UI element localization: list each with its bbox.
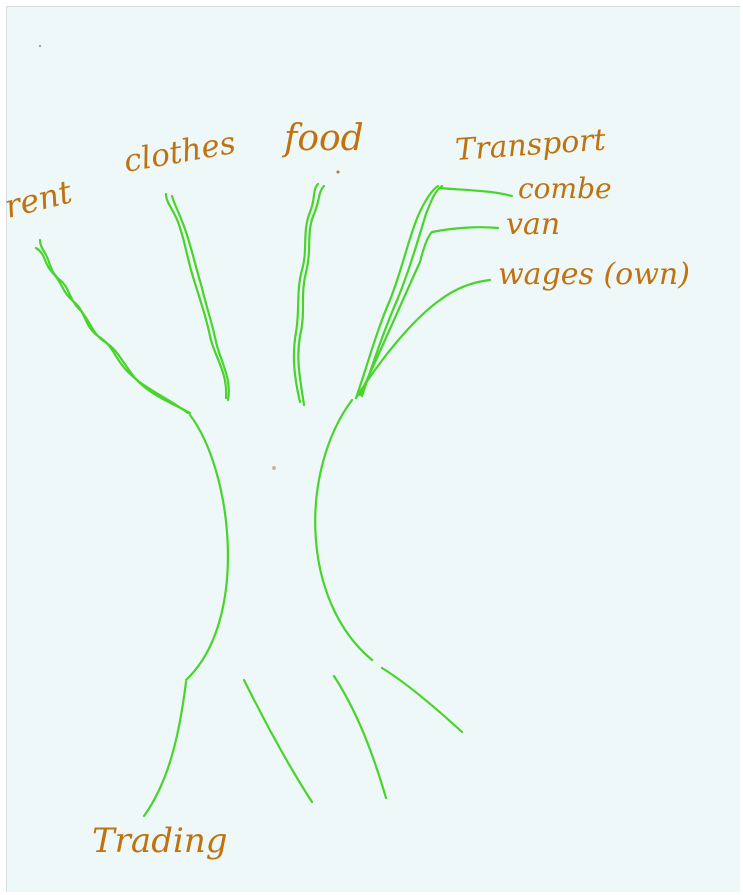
- trunk-left-edge: [186, 415, 228, 680]
- label-trading: Trading: [92, 821, 228, 861]
- root-4: [382, 668, 462, 732]
- speck-mark: [39, 45, 41, 47]
- food-branch-stroke-a: [298, 186, 324, 405]
- van-branch: [360, 227, 498, 395]
- combe-branch: [440, 188, 512, 196]
- label-food: food: [281, 118, 364, 159]
- label-combe: combe: [518, 172, 612, 205]
- clothes-branch-stroke-b: [166, 194, 226, 398]
- speck-mark: [272, 466, 276, 470]
- label-rent: rent: [1, 172, 76, 225]
- label-transport: Transport: [454, 122, 608, 167]
- label-clothes: clothes: [121, 125, 238, 180]
- label-van: van: [506, 207, 560, 242]
- food-branch-stroke-b: [294, 184, 318, 402]
- rent-branch-stroke-a: [40, 240, 190, 413]
- root-trading: [144, 682, 186, 816]
- root-3: [334, 676, 386, 798]
- trunk-right-edge: [315, 400, 372, 660]
- root-2: [244, 680, 312, 802]
- rent-branch-stroke-b: [36, 248, 188, 413]
- label-wages: wages (own): [498, 257, 690, 292]
- speck-mark: [337, 171, 340, 174]
